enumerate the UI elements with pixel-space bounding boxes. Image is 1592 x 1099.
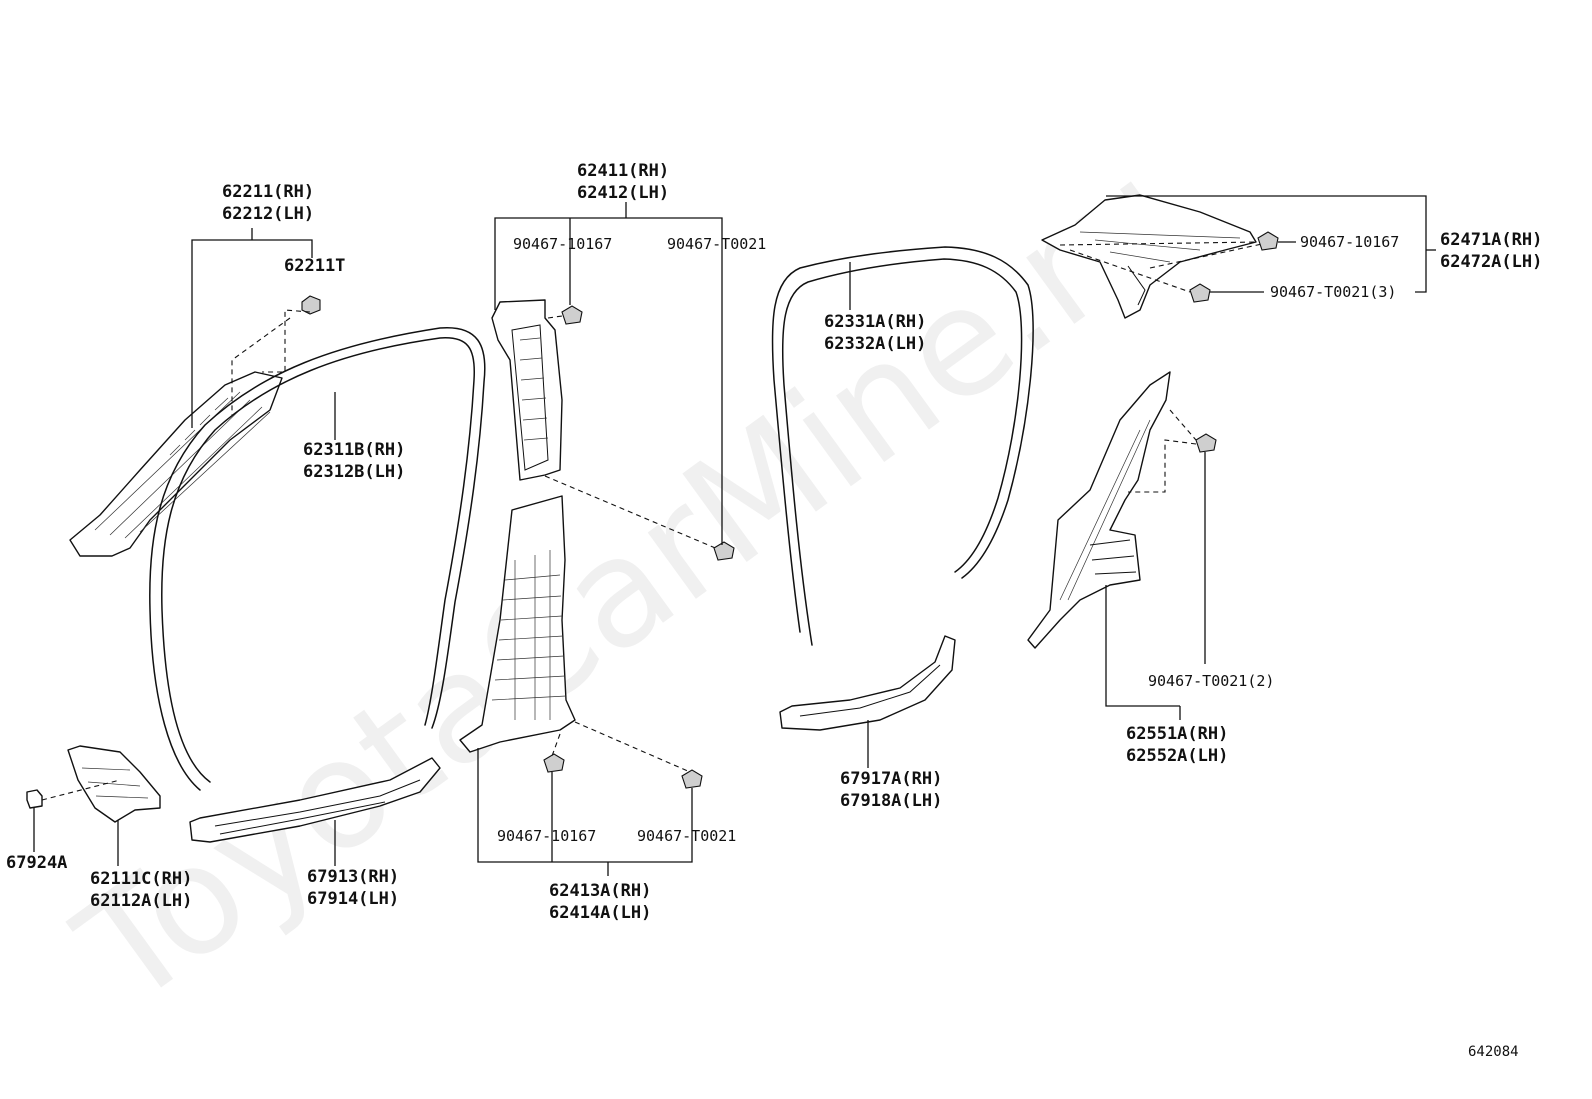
labels: 62211(RH) 62212(LH) 62211T 62311B(RH) 62…	[6, 161, 1542, 923]
label-67924a: 67924A	[6, 853, 67, 873]
label-62411-rh: 62411(RH)	[577, 161, 669, 181]
label-62111c-rh: 62111C(RH)	[90, 869, 192, 889]
label-clip-t0021-2: 90467-T0021(2)	[1148, 672, 1274, 690]
label-62412-lh: 62412(LH)	[577, 183, 669, 203]
cowl-side-trim	[67, 745, 161, 823]
label-62331a-rh: 62331A(RH)	[824, 312, 926, 332]
label-62311b-rh: 62311B(RH)	[303, 440, 405, 460]
quarter-pillar-garnish	[1027, 371, 1171, 649]
clip-bottom-10167	[543, 753, 565, 773]
label-62112a-lh: 62112A(LH)	[90, 891, 192, 911]
center-pillar-lower-garnish	[459, 495, 576, 753]
label-62551a-rh: 62551A(RH)	[1126, 724, 1228, 744]
label-62211-rh: 62211(RH)	[222, 182, 314, 202]
label-62413a-rh: 62413A(RH)	[549, 881, 651, 901]
front-door-weatherstrip	[161, 337, 476, 783]
label-clip-10167-bottom: 90467-10167	[497, 827, 596, 845]
clip-bottom-t0021	[681, 769, 703, 789]
label-62552a-lh: 62552A(LH)	[1126, 746, 1228, 766]
diagram-code: 642084	[1468, 1044, 1519, 1060]
label-62211t: 62211T	[284, 256, 345, 276]
clip-t0021-3	[1189, 283, 1211, 303]
label-clip-t0021-3: 90467-T0021(3)	[1270, 283, 1396, 301]
label-clip-10167-top: 90467-10167	[513, 235, 612, 253]
label-67918a-lh: 67918A(LH)	[840, 791, 942, 811]
label-67913-rh: 67913(RH)	[307, 867, 399, 887]
label-62471a-rh: 62471A(RH)	[1440, 230, 1542, 250]
label-62312b-lh: 62312B(LH)	[303, 462, 405, 482]
clip-right-10167	[1257, 231, 1279, 251]
label-62414a-lh: 62414A(LH)	[549, 903, 651, 923]
a-pillar-garnish	[69, 371, 283, 557]
label-62332a-lh: 62332A(LH)	[824, 334, 926, 354]
label-67917a-rh: 67917A(RH)	[840, 769, 942, 789]
rear-door-weatherstrip	[771, 246, 1034, 633]
clip-top-10167	[561, 305, 583, 325]
label-67914-lh: 67914(LH)	[307, 889, 399, 909]
front-scuff-plate	[189, 757, 441, 843]
rear-scuff-plate	[779, 635, 956, 731]
clip-t0021-2	[1195, 433, 1217, 453]
label-62212-lh: 62212(LH)	[222, 204, 314, 224]
label-clip-10167-right: 90467-10167	[1300, 233, 1399, 251]
center-pillar-upper-garnish	[491, 299, 563, 481]
label-clip-t0021-top: 90467-T0021	[667, 235, 766, 253]
clip-67924a	[26, 789, 43, 809]
label-62472a-lh: 62472A(LH)	[1440, 252, 1542, 272]
clip-62211t	[301, 295, 321, 315]
label-clip-t0021-bottom: 90467-T0021	[637, 827, 736, 845]
roof-side-garnish	[1041, 194, 1257, 319]
